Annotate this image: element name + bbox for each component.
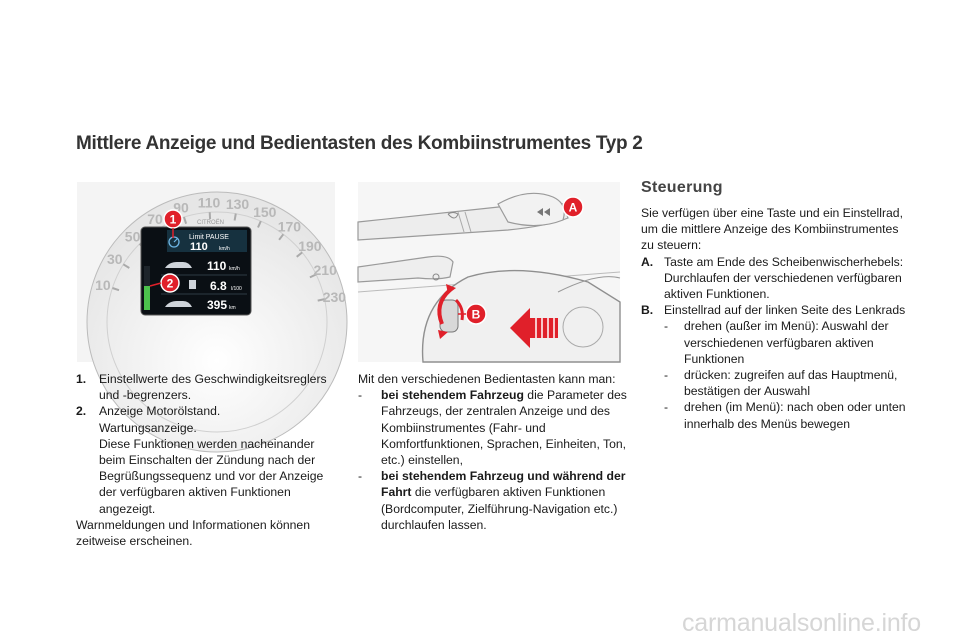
svg-text:B: B [472,308,481,322]
car-range-icon [165,301,192,307]
controls-intro: Mit den verschiedenen Bedientasten kann … [358,372,616,386]
speed-tick-label: 210 [314,262,338,278]
svg-text:1: 1 [170,213,177,227]
section-heading-steuerung: Steuerung [641,179,723,196]
speed-tick [183,216,188,225]
legend-item-1: 1. Einstellwerte des Geschwindigkeitsreg… [76,372,327,403]
car-icon [165,262,192,268]
steuerung-sub-3: - drehen (im Menü): nach oben oder unten… [664,400,906,431]
steuerung-item-b: B. Einstellrad auf der linken Seite des … [641,303,906,318]
warning-note: Warnmeldungen und Informationen können z… [76,517,310,549]
column-cluster-legend: 1. Einstellwerte des Geschwindigkeitsreg… [76,371,338,549]
speed-tick [257,220,262,228]
thumbwheel [439,299,459,333]
column-controls-intro: Mit den verschiedenen Bedientasten kann … [358,371,628,533]
limit-label: Limit PAUSE [189,234,229,241]
steuerung-item-a: A. Taste am Ende des Scheibenwischerhebe… [641,254,904,302]
controls-illustration: A B [357,182,621,363]
speed-tick [317,298,325,302]
limit-unit: km/h [219,246,230,252]
speed-tick-label: 230 [323,289,347,305]
oil-level-bar [144,286,150,310]
limit-value: 110 [190,241,208,253]
press-arrow-icon [510,308,558,348]
speed-tick [233,213,237,221]
svg-text:2: 2 [167,277,174,291]
row1-unit: km/h [229,266,240,272]
speed-tick-label: 190 [298,238,322,254]
brand-label: CITROËN [197,219,224,226]
callout-a [562,196,584,218]
fuel-pump-icon [189,280,196,289]
column-steuerung: Sie verfügen über eine Taste und ein Ein… [641,205,911,432]
page-title: Mittlere Anzeige und Bedientasten des Ko… [76,133,643,154]
speed-tick [122,263,130,269]
speed-tick-label: 50 [125,229,141,245]
speed-tick [296,251,303,258]
speed-tick-label: 10 [95,277,111,293]
legend-item-2: 2. Anzeige Motorölstand. Wartungsanzeige… [76,404,324,516]
steuerung-intro: Sie verfügen über eine Taste und ein Ein… [641,206,903,253]
row1-value: 110 [207,259,227,273]
controls-bullet-2: - bei stehendem Fahrzeug und während der… [358,469,626,532]
speed-tick-label: 130 [226,196,250,212]
svg-text:A: A [569,201,578,215]
row3-value: 395 [207,298,227,312]
steering-controls-figure: A B [357,182,621,363]
speed-tick-label: 170 [278,218,302,234]
speed-tick [309,273,317,279]
speed-tick-label: 110 [198,194,221,210]
speed-tick [112,287,120,292]
wiper-button-arrows-icon [537,208,550,216]
speedometer-icon [168,236,180,248]
row2-value: 6.8 [210,279,227,293]
row2-unit: l/100 [231,286,242,292]
steuerung-sub-1: - drehen (außer im Menü): Auswahl der ve… [664,319,889,366]
watermark: carmanualsonline.info [682,609,922,637]
speed-tick-label: 70 [147,211,163,227]
row3-unit: km [229,305,236,311]
speed-tick-label: 30 [107,251,123,267]
speed-tick [278,233,285,241]
speed-tick-label: 150 [253,204,277,220]
controls-bullet-1: - bei stehendem Fahrzeug die Parameter d… [358,388,627,468]
rotate-arrow-icon [437,288,452,325]
steering-wheel [421,269,621,363]
steuerung-sub-2: - drücken: zugreifen auf das Hauptmenü, … [664,368,898,399]
